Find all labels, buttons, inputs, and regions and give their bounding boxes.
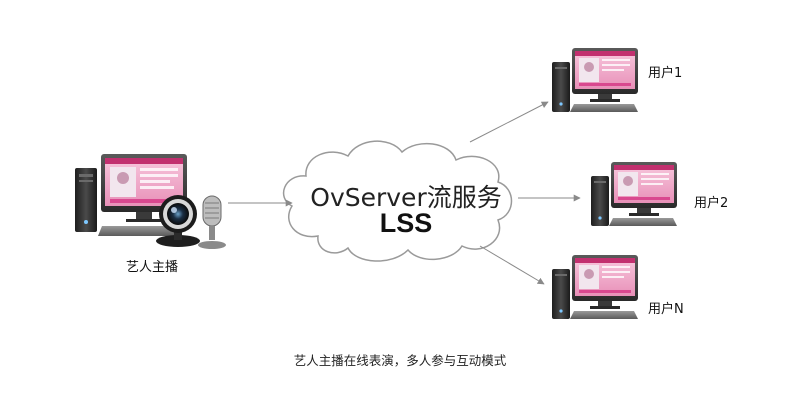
user-2-computer-icon (591, 162, 677, 226)
diagram-caption: 艺人主播在线表演，多人参与互动模式 (293, 353, 507, 368)
user-n-label: 用户N (648, 302, 684, 317)
user-n-computer-icon (552, 255, 638, 319)
arrow-server-to-user-n (479, 245, 545, 285)
user-1-computer-icon (552, 48, 638, 112)
arrow-server-to-user-1 (469, 101, 549, 143)
server-subtitle: LSS (379, 208, 433, 238)
microphone-icon (198, 195, 226, 249)
user-2-label: 用户2 (694, 196, 729, 211)
cloud-shape (282, 140, 513, 262)
anchor-label: 艺人主播 (126, 260, 179, 275)
user-1-label: 用户1 (648, 66, 683, 81)
server-title: OvServer流服务 (310, 183, 502, 212)
webcam-icon (156, 195, 200, 247)
anchor-computer-icon (75, 154, 187, 236)
